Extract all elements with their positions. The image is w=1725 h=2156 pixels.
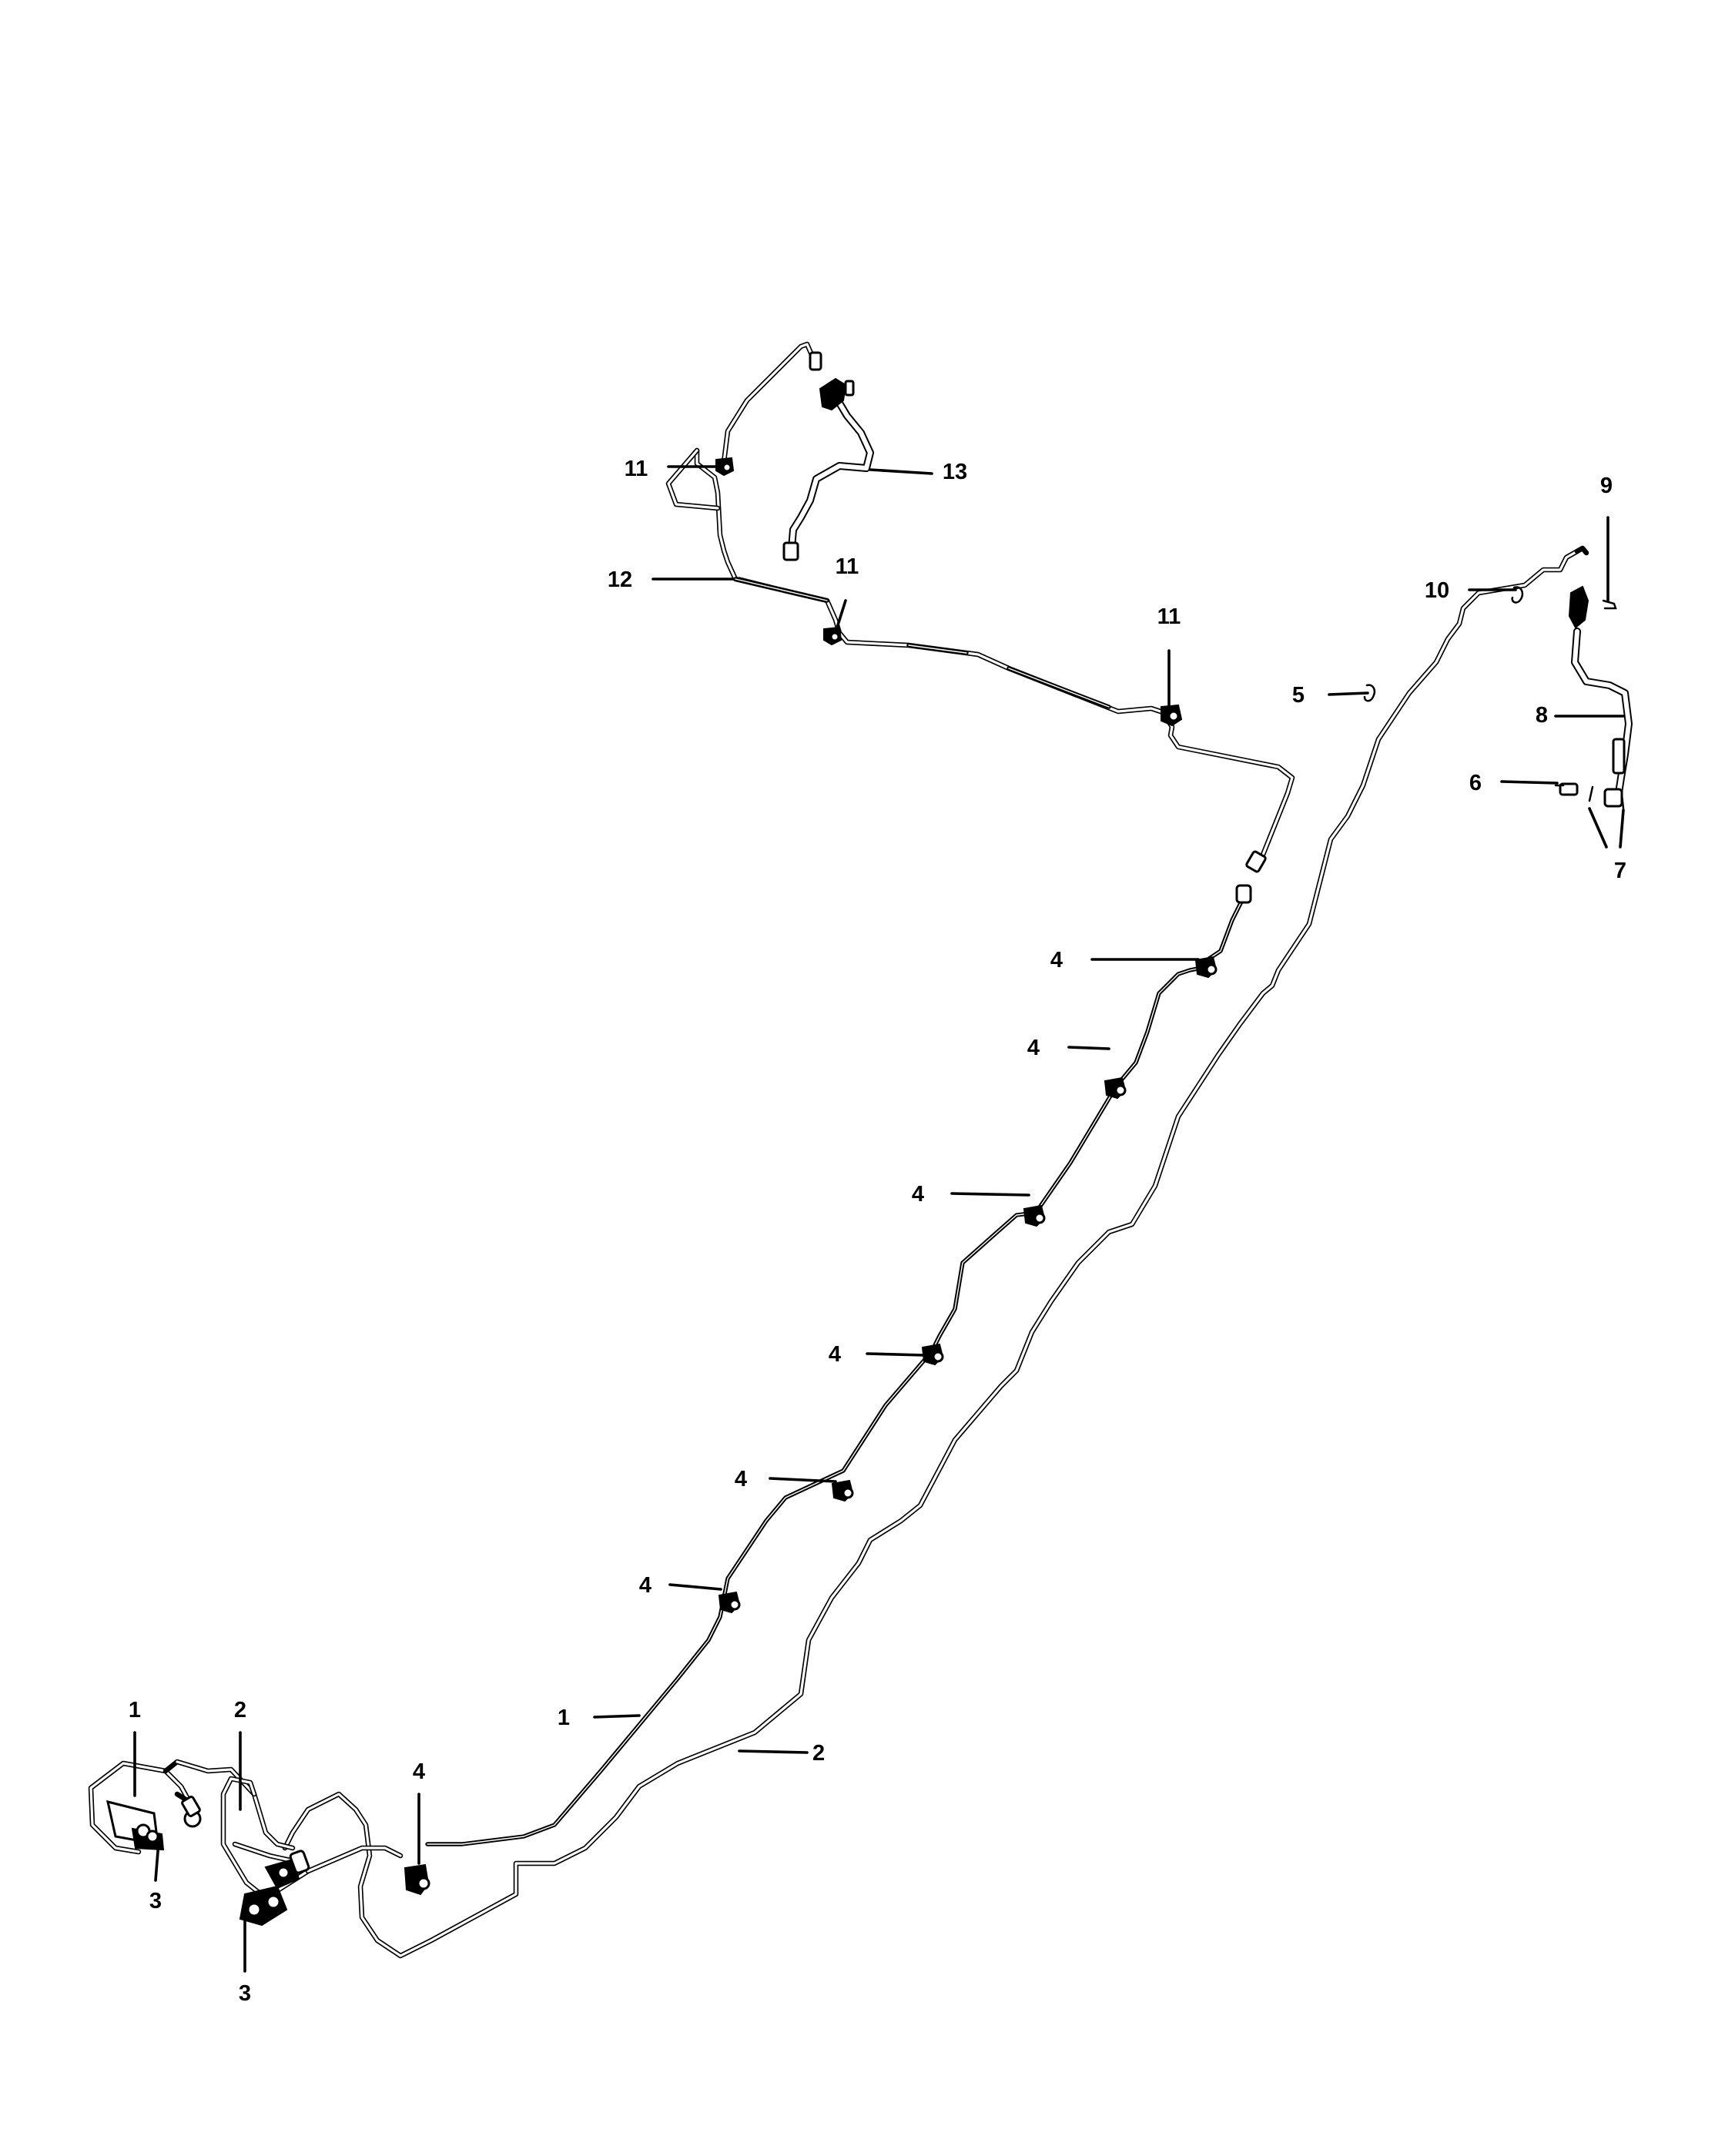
clip-group-11 [715, 457, 1183, 727]
clip-4-icon [1104, 1076, 1127, 1100]
callout-11: 11 [836, 554, 859, 579]
callout-1: 1 [558, 1706, 570, 1730]
callout-labels: 11 12 11 11 13 5 10 9 8 6 7 4 4 4 4 4 4 … [129, 457, 1626, 2006]
callout-5: 5 [1292, 683, 1305, 708]
clip-4-icon [921, 1343, 944, 1366]
callout-4: 4 [413, 1759, 425, 1784]
clip-4-icon [718, 1591, 741, 1614]
part-7-pins-icon [1588, 785, 1625, 810]
line-12-lower-fitting [1245, 850, 1267, 873]
clip-4-icon [1194, 956, 1218, 979]
callout-10: 10 [1425, 578, 1449, 603]
clip-11-icon [715, 457, 735, 477]
callout-4: 4 [1027, 1036, 1040, 1060]
callout-6: 6 [1469, 771, 1482, 795]
callout-2: 2 [812, 1741, 825, 1766]
lower-left-assembly [88, 1759, 404, 1927]
part-10-clip-icon [1511, 586, 1524, 604]
line-1-fitting [1235, 884, 1252, 904]
callout-1: 1 [129, 1698, 141, 1722]
callout-3: 3 [239, 1981, 251, 2006]
callout-4: 4 [1050, 948, 1063, 973]
line-12-end-fitting [809, 351, 822, 371]
brake-line-12 [665, 341, 1295, 873]
callout-4: 4 [735, 1467, 747, 1491]
brake-line-1 [425, 884, 1252, 1846]
part-5-clip-icon [1363, 684, 1376, 702]
part-6-bracket-icon [1554, 782, 1579, 796]
clip-11-icon [1161, 704, 1183, 727]
clip-group-4 [404, 956, 1218, 1896]
brake-hose-8 [1568, 585, 1633, 808]
callout-12: 12 [608, 567, 632, 592]
callout-4: 4 [829, 1342, 841, 1367]
callout-3: 3 [149, 1889, 162, 1913]
callout-9: 9 [1600, 474, 1613, 498]
callout-11: 11 [1157, 604, 1181, 629]
brake-line-2 [282, 545, 1589, 1959]
clip-4-icon [1023, 1204, 1046, 1227]
clip-4-icon [404, 1863, 430, 1896]
callout-13: 13 [943, 460, 967, 484]
brake-hose-13 [782, 377, 874, 561]
callout-4: 4 [639, 1573, 651, 1598]
clip-11-icon [823, 626, 842, 646]
junction-block-3-lower [239, 1850, 310, 1927]
clip-4-icon [831, 1479, 854, 1502]
callout-2: 2 [234, 1698, 246, 1722]
callout-7: 7 [1614, 859, 1626, 883]
small-parts [1363, 586, 1625, 810]
junction-block-3-upper [106, 1796, 202, 1851]
callout-4: 4 [912, 1182, 924, 1207]
leader-lines [133, 465, 1625, 1973]
part-9-bolt-icon [1602, 599, 1617, 610]
callout-11: 11 [625, 457, 648, 481]
callout-8: 8 [1536, 703, 1548, 728]
